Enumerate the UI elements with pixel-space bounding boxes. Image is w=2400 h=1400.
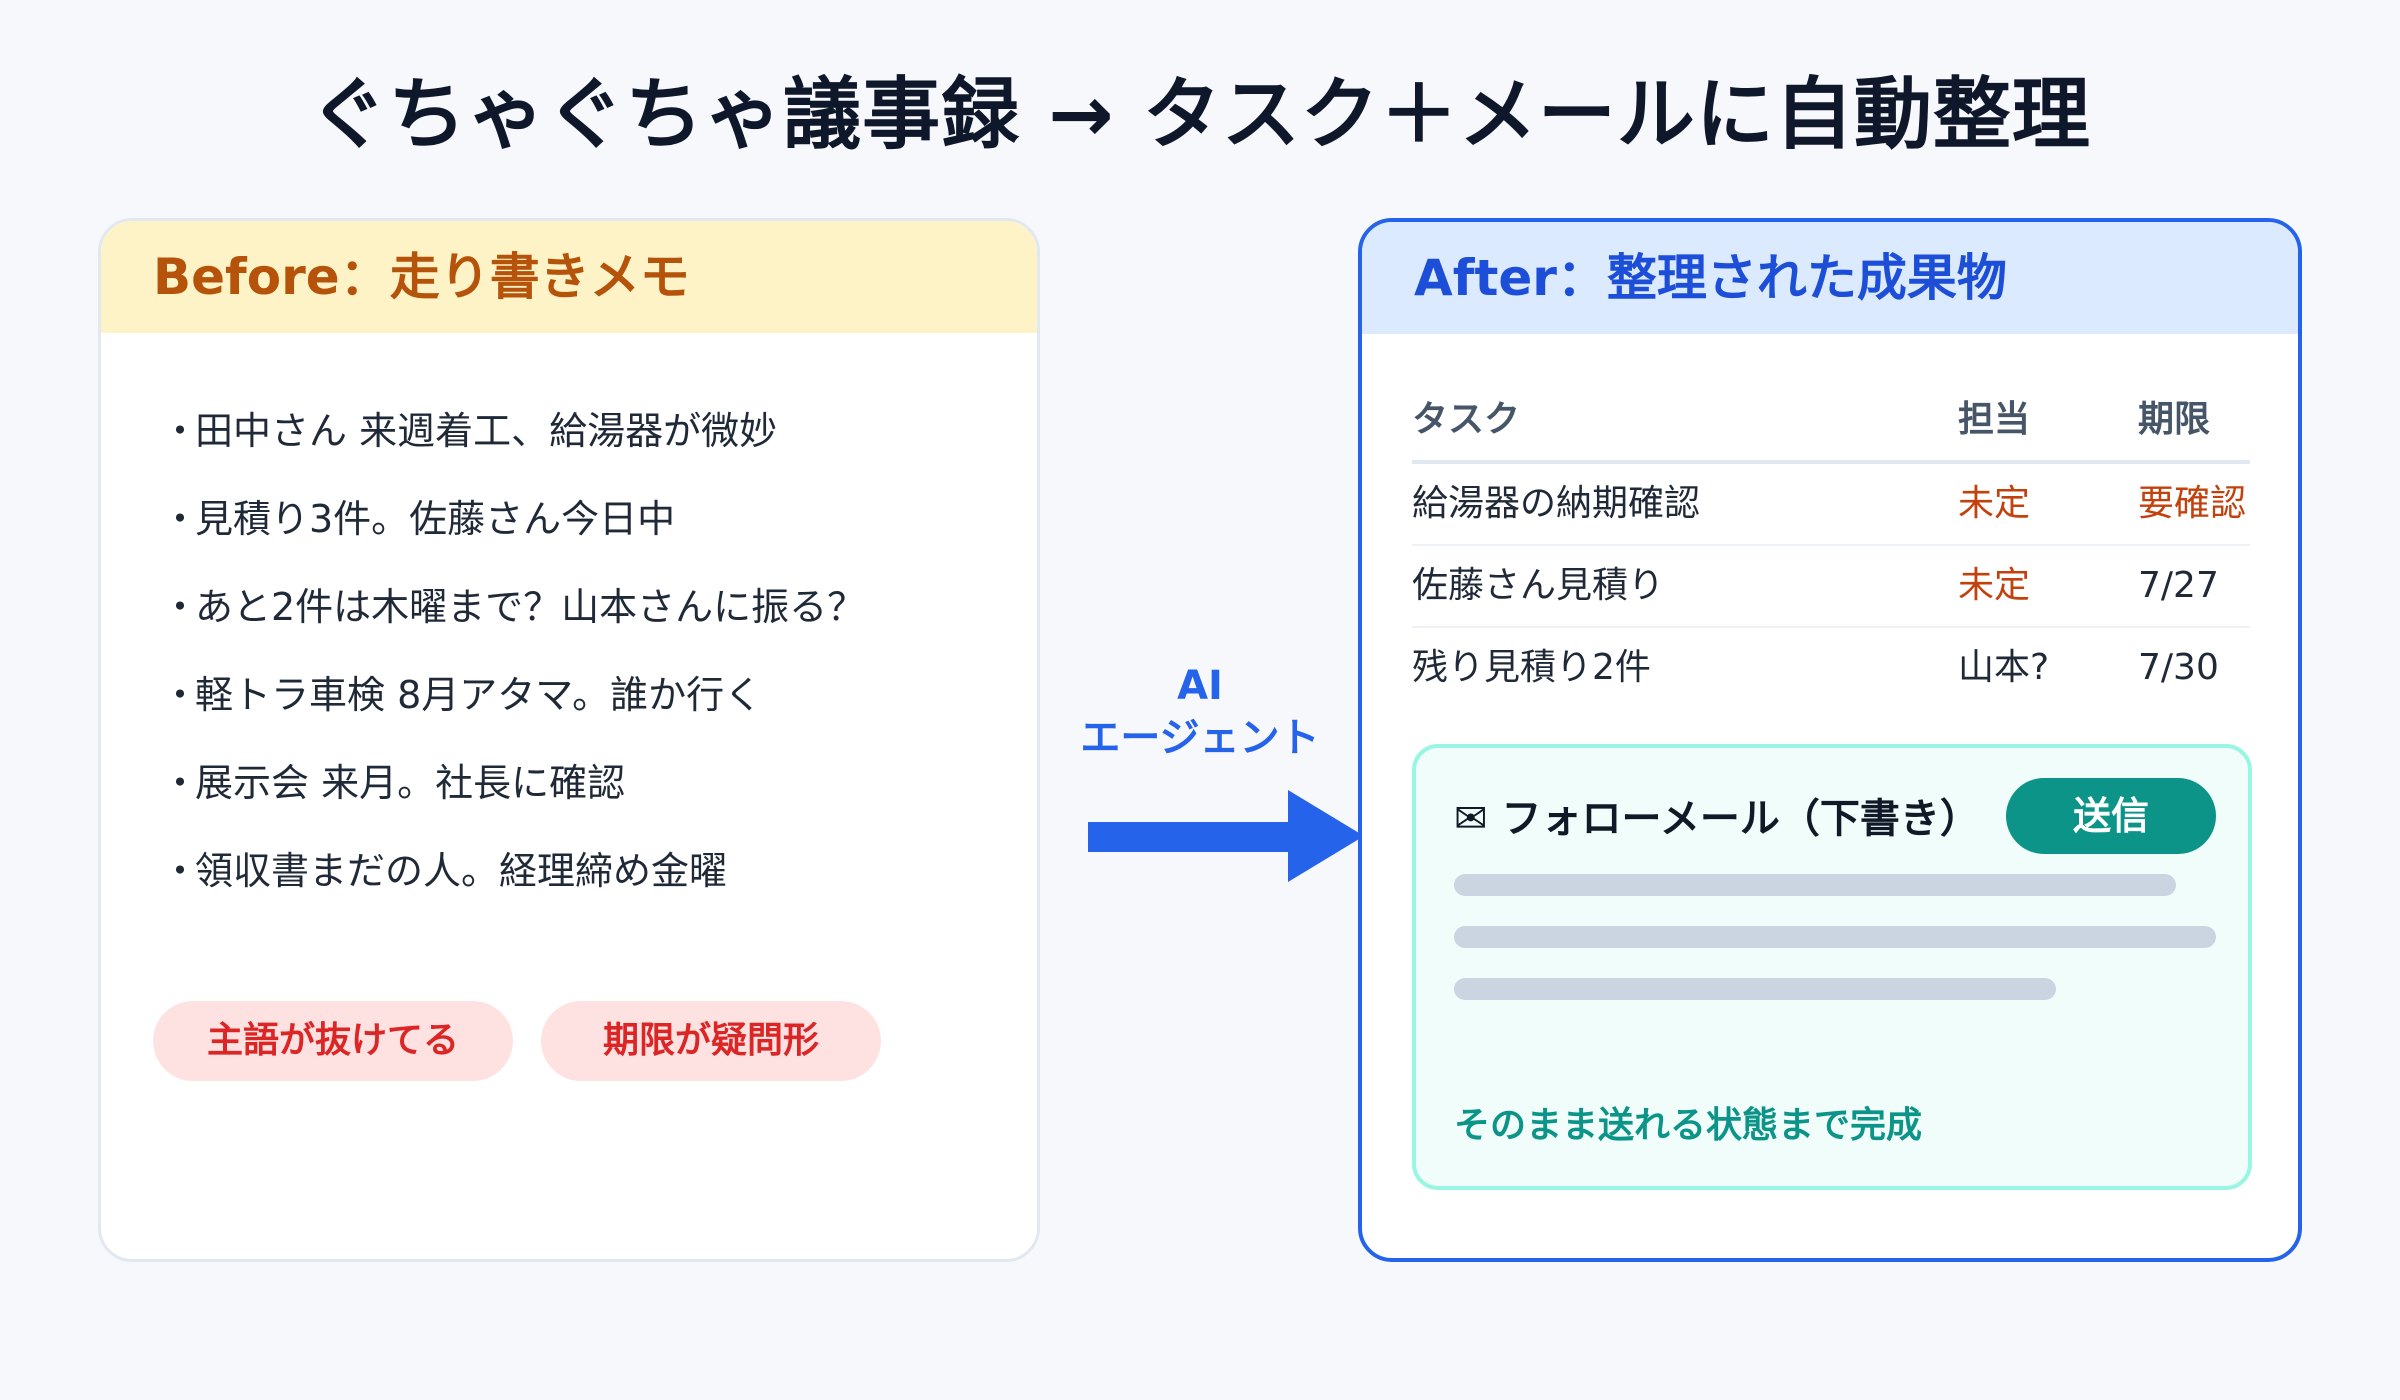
memo-item: ・軽トラ車検 8月アタマ。誰か行く	[161, 663, 865, 751]
table-row: 給湯器の納期確認 未定 要確認	[1412, 464, 2250, 546]
column-header-owner: 担当	[1958, 399, 2031, 440]
memo-item-text: 軽トラ車検 8月アタマ。誰か行く	[195, 673, 763, 717]
bullet: ・	[161, 497, 200, 541]
text-placeholder-line	[1454, 978, 2056, 1000]
arrow-label-line2: エージェント	[1080, 715, 1320, 761]
before-card-header: Before：走り書きメモ	[101, 221, 1037, 333]
table-header-row: タスク 担当 期限	[1412, 380, 2250, 464]
owner-cell: 山本?	[1958, 647, 2050, 688]
issue-tag-question-deadline: 期限が疑問形	[541, 1001, 881, 1081]
column-header-due: 期限	[2138, 399, 2211, 440]
task-cell: 給湯器の納期確認	[1412, 483, 1701, 524]
due-cell: 7/30	[2138, 647, 2219, 688]
owner-cell: 未定	[1958, 565, 2031, 606]
memo-item-text: 展示会 来月。社長に確認	[195, 761, 626, 805]
right-arrow-icon	[1088, 790, 1364, 882]
send-button[interactable]: 送信	[2006, 778, 2216, 854]
bullet: ・	[161, 761, 200, 805]
table-row: 佐藤さん見積り 未定 7/27	[1412, 546, 2250, 628]
task-cell: 佐藤さん見積り	[1412, 565, 1665, 606]
memo-item-text: 田中さん 来週着工、給湯器が微妙	[195, 409, 778, 453]
bullet: ・	[161, 585, 200, 629]
memo-item: ・田中さん 来週着工、給湯器が微妙	[161, 399, 865, 487]
memo-item: ・展示会 来月。社長に確認	[161, 751, 865, 839]
column-header-task: タスク	[1412, 399, 1521, 440]
task-table: タスク 担当 期限 給湯器の納期確認 未定 要確認 佐藤さん見積り 未定 7/2…	[1412, 380, 2250, 708]
after-card: After：整理された成果物 タスク 担当 期限 給湯器の納期確認 未定 要確認…	[1358, 218, 2302, 1262]
task-cell: 残り見積り2件	[1412, 647, 1651, 688]
memo-item-text: 領収書まだの人。経理締め金曜	[195, 849, 728, 893]
bullet: ・	[161, 849, 200, 893]
text-placeholder-line	[1454, 926, 2216, 948]
arrow-label-line1: AI	[1177, 663, 1223, 709]
text-placeholder-line	[1454, 874, 2176, 896]
follow-up-mail-draft: ✉ フォローメール（下書き） 送信 そのまま送れる状態まで完成	[1412, 744, 2252, 1190]
memo-item: ・領収書まだの人。経理締め金曜	[161, 839, 865, 927]
arrow-label: AI エージェント	[1060, 660, 1340, 764]
bullet: ・	[161, 409, 200, 453]
memo-item-text: あと2件は木曜まで？山本さんに振る？	[195, 585, 866, 629]
before-card: Before：走り書きメモ ・田中さん 来週着工、給湯器が微妙 ・見積り3件。佐…	[98, 218, 1040, 1262]
memo-item: ・あと2件は木曜まで？山本さんに振る？	[161, 575, 865, 663]
page-title: ぐちゃぐちゃ議事録 → タスク＋メールに自動整理	[309, 70, 2091, 160]
memo-list: ・田中さん 来週着工、給湯器が微妙 ・見積り3件。佐藤さん今日中 ・あと2件は木…	[161, 399, 865, 927]
memo-item-text: 見積り3件。佐藤さん今日中	[195, 497, 676, 541]
issue-tag-missing-subject: 主語が抜けてる	[153, 1001, 513, 1081]
mail-title: ✉ フォローメール（下書き）	[1454, 796, 1980, 842]
owner-cell: 未定	[1958, 483, 2031, 524]
table-row: 残り見積り2件 山本? 7/30	[1412, 628, 2250, 708]
due-cell: 要確認	[2138, 483, 2247, 524]
memo-item: ・見積り3件。佐藤さん今日中	[161, 487, 865, 575]
mail-status: そのまま送れる状態まで完成	[1454, 1105, 1923, 1146]
bullet: ・	[161, 673, 200, 717]
after-card-header: After：整理された成果物	[1362, 222, 2298, 334]
due-cell: 7/27	[2138, 565, 2219, 606]
